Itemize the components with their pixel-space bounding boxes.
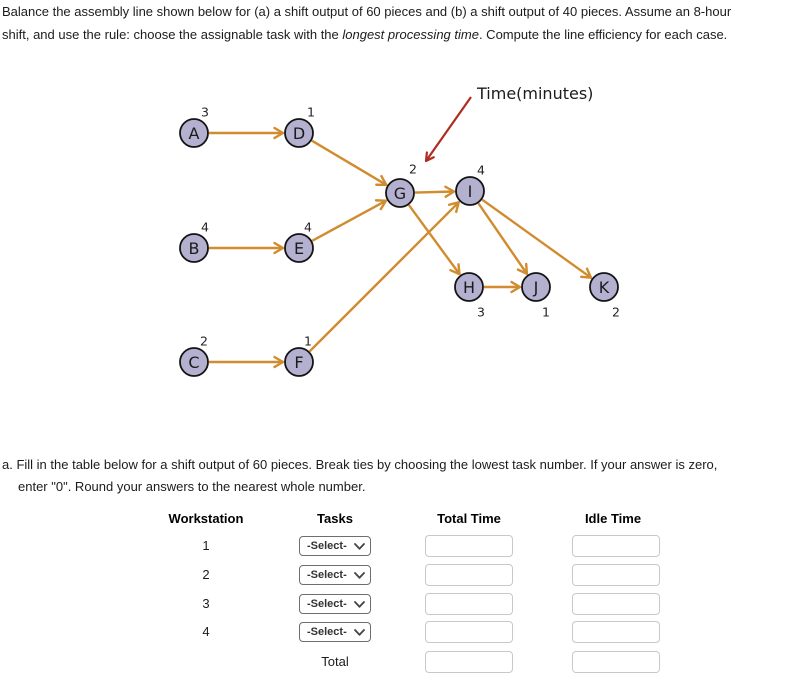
table-row-3: 3 -Select- — [0, 592, 799, 616]
column-header-idle-time: Idle Time — [584, 511, 642, 526]
task-time-H: 3 — [477, 305, 485, 320]
node-label-D: D — [293, 124, 305, 143]
node-C: C2 — [179, 334, 209, 377]
node-label-B: B — [189, 239, 200, 258]
tasks-select-1[interactable]: -Select- — [299, 536, 371, 556]
task-time-J: 1 — [542, 305, 550, 320]
edge-E-G — [311, 199, 388, 242]
table-row-total: Total — [0, 650, 799, 674]
chevron-down-icon — [354, 628, 365, 636]
edge-G-H — [407, 204, 461, 276]
column-header-tasks: Tasks — [317, 511, 353, 526]
idle-time-input-1[interactable] — [572, 535, 660, 557]
node-label-H: H — [463, 278, 475, 297]
column-header-total-time: Total Time — [437, 511, 501, 526]
section-a-line-2: enter "0". Round your answers to the nea… — [18, 478, 366, 494]
total-time-input-3[interactable] — [425, 593, 513, 615]
section-a-instructions: a. Fill in the table below for a shift o… — [2, 454, 717, 497]
node-I: I4 — [455, 163, 485, 206]
total-time-input-total[interactable] — [425, 651, 513, 673]
task-time-K: 2 — [612, 305, 620, 320]
node-label-E: E — [294, 239, 304, 258]
problem-statement: Balance the assembly line shown below fo… — [2, 1, 731, 46]
node-F: F1 — [284, 334, 314, 377]
node-H: H3 — [454, 272, 485, 320]
node-E: E4 — [284, 220, 314, 263]
table-row-4: 4 -Select- — [0, 620, 799, 644]
column-header-workstation: Workstation — [168, 511, 244, 526]
workstation-number: 2 — [202, 567, 210, 582]
tasks-select-2[interactable]: -Select- — [299, 565, 371, 585]
workstation-number: 1 — [202, 538, 210, 553]
tasks-select-4[interactable]: -Select- — [299, 622, 371, 642]
edge-I-J — [477, 202, 529, 275]
edge-F-I — [308, 201, 460, 353]
task-time-E: 4 — [304, 220, 312, 235]
idle-time-input-4[interactable] — [572, 621, 660, 643]
table-row-1: 1 -Select- — [0, 534, 799, 558]
time-annotation-arrow — [424, 96, 472, 163]
problem-line-2: shift, and use the rule: choose the assi… — [2, 26, 728, 42]
total-time-input-1[interactable] — [425, 535, 513, 557]
edge-I-K — [481, 198, 593, 279]
chevron-down-icon — [354, 542, 365, 550]
node-K: K2 — [589, 272, 620, 320]
node-label-F: F — [294, 353, 303, 372]
task-time-F: 1 — [304, 334, 312, 349]
node-G: G2 — [385, 162, 417, 208]
node-label-A: A — [189, 124, 200, 143]
total-time-input-4[interactable] — [425, 621, 513, 643]
node-J: J1 — [521, 272, 551, 320]
chevron-down-icon — [354, 571, 365, 579]
edge-D-G — [311, 139, 388, 187]
problem-line-1: Balance the assembly line shown below fo… — [2, 4, 732, 19]
node-label-C: C — [188, 353, 199, 372]
time-units-label: Time(minutes) — [477, 84, 594, 103]
node-label-J: J — [533, 278, 539, 297]
task-time-D: 1 — [307, 105, 315, 120]
node-A: A3 — [179, 105, 209, 148]
node-B: B4 — [179, 220, 209, 263]
idle-time-input-3[interactable] — [572, 593, 660, 615]
workstation-number: 4 — [202, 624, 210, 639]
task-time-I: 4 — [477, 163, 485, 178]
tasks-select-3[interactable]: -Select- — [299, 594, 371, 614]
task-time-G: 2 — [409, 162, 417, 177]
node-label-K: K — [599, 278, 610, 297]
task-time-B: 4 — [201, 220, 209, 235]
idle-time-input-2[interactable] — [572, 564, 660, 586]
task-time-C: 2 — [200, 334, 208, 349]
chevron-down-icon — [354, 600, 365, 608]
total-time-input-2[interactable] — [425, 564, 513, 586]
section-a-line-1: a. Fill in the table below for a shift o… — [2, 457, 718, 472]
node-label-G: G — [394, 184, 406, 203]
node-D: D1 — [284, 105, 315, 148]
table-row-2: 2 -Select- — [0, 563, 799, 587]
edge-G-I — [414, 185, 456, 198]
idle-time-input-total[interactable] — [572, 651, 660, 673]
task-time-A: 3 — [201, 105, 209, 120]
node-label-I: I — [468, 182, 473, 201]
total-label: Total — [321, 654, 349, 669]
workstation-number: 3 — [202, 596, 210, 611]
